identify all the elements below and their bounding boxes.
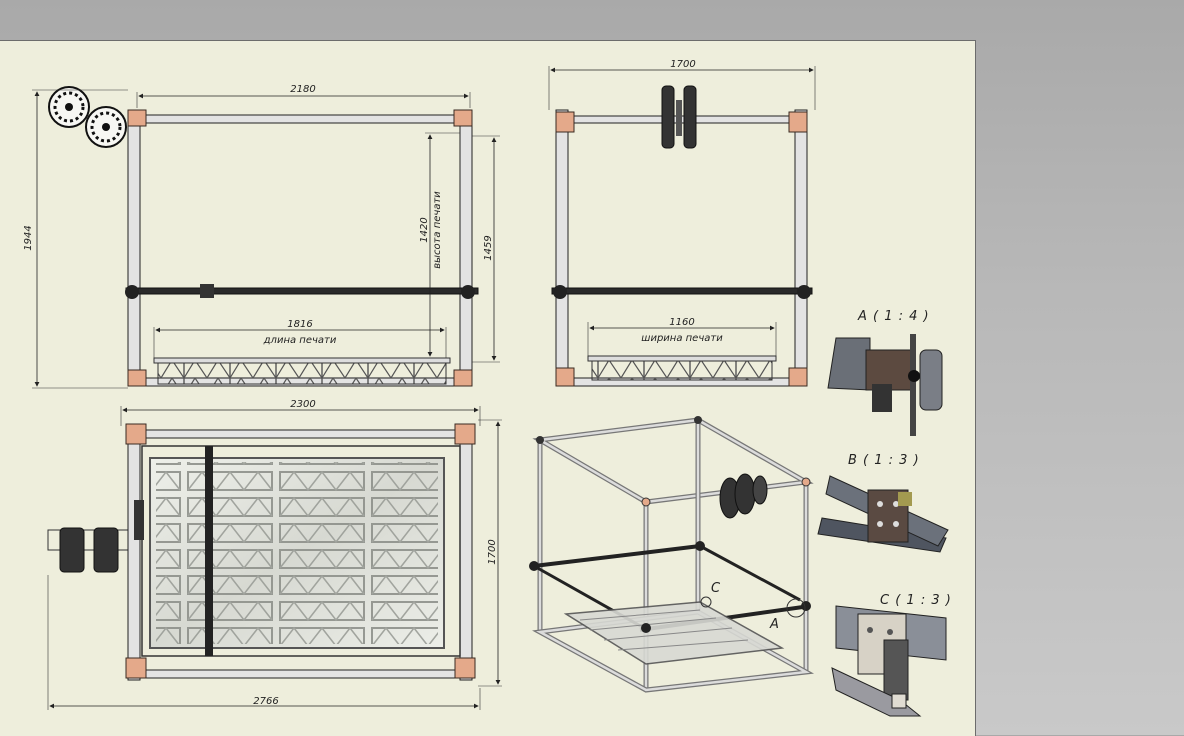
spool-side-icon (661, 85, 697, 149)
isometric-details: C A (529, 416, 811, 665)
dim-print-length-value: 1816 (287, 319, 312, 330)
front-view: 2180 1944 1459 1420 высота печати 1816 д… (23, 84, 500, 389)
dim-total-width: 2766 (253, 696, 278, 707)
dim-front-width: 2180 (290, 84, 315, 95)
dim-front-total-height: 1944 (23, 225, 34, 250)
callout-c: C (711, 581, 721, 596)
spool-top-icon (59, 527, 119, 573)
detail-a: A ( 1 : 4 ) (827, 309, 943, 436)
dim-print-height-value: 1420 (419, 217, 430, 242)
dim-top-depth: 1700 (487, 539, 498, 564)
detail-c-label: C ( 1 : 3 ) (880, 593, 952, 608)
filament-spool-icon (48, 86, 127, 148)
dim-print-width-label: ширина печати (641, 333, 723, 344)
detail-b-label: B ( 1 : 3 ) (848, 453, 920, 468)
dim-frame-height: 1459 (483, 235, 494, 260)
dim-top-width: 2300 (290, 399, 315, 410)
callout-a: A (769, 617, 780, 632)
detail-c: C ( 1 : 3 ) (831, 593, 952, 717)
top-view: 2300 1700 2766 (47, 399, 502, 710)
detail-a-label: A ( 1 : 4 ) (857, 309, 930, 324)
dim-print-height-label: высота печати (432, 191, 443, 269)
dim-print-width-value: 1160 (669, 317, 694, 328)
dim-print-length-label: длина печати (263, 335, 337, 346)
dim-side-width: 1700 (670, 59, 695, 70)
side-view: 1700 1160 ширина печати (548, 59, 816, 387)
detail-b: B ( 1 : 3 ) (817, 453, 949, 553)
spool-iso-icon (719, 473, 768, 519)
